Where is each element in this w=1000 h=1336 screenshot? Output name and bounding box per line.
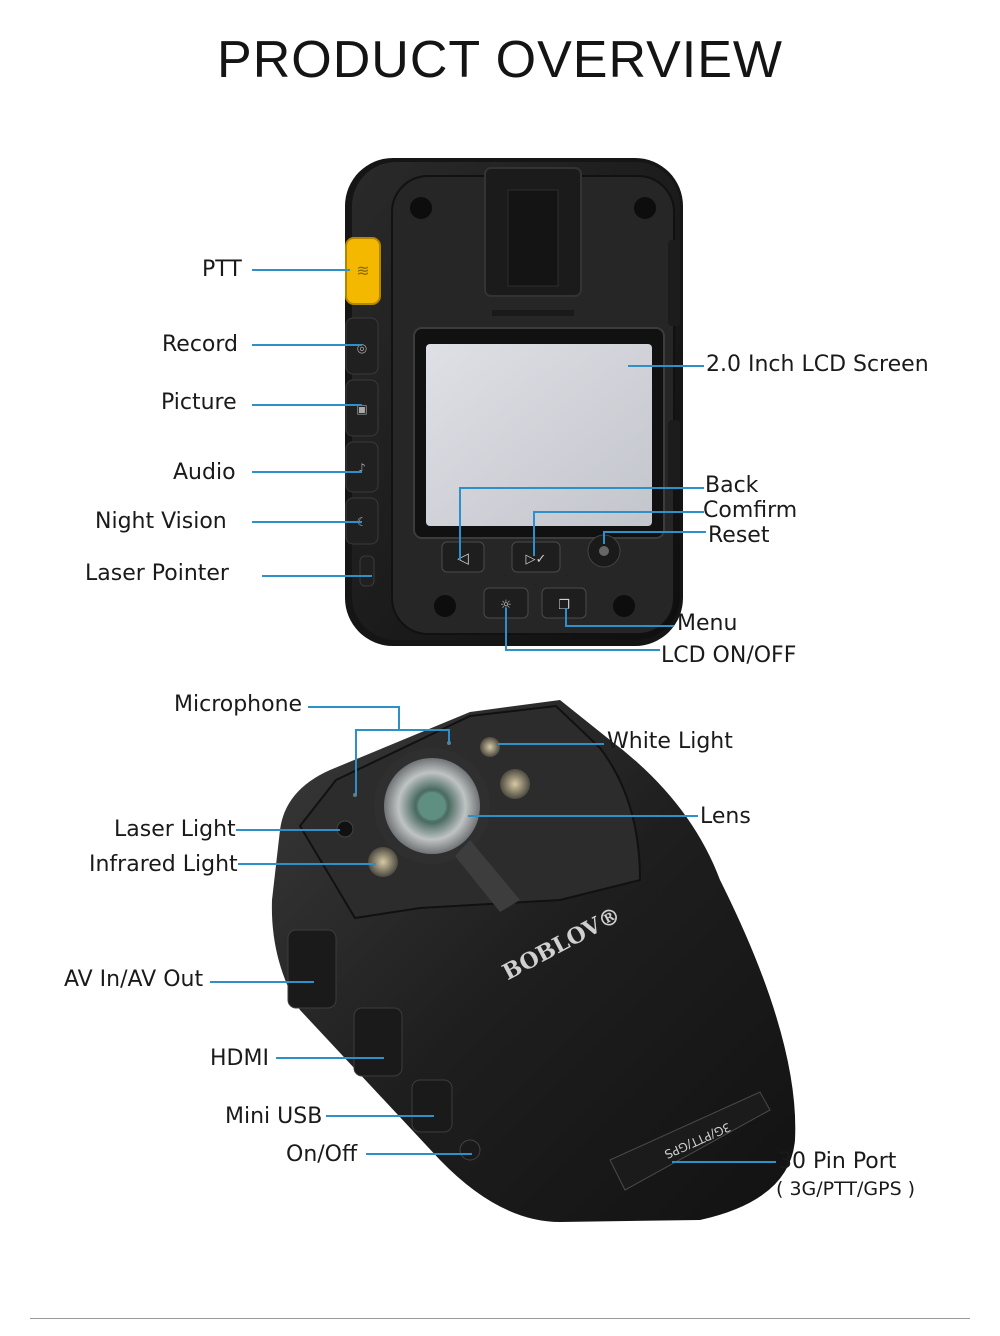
confirm-callout	[533, 511, 704, 556]
lcd-on-off-callout	[505, 608, 660, 651]
label-microphone: Microphone	[174, 692, 303, 717]
screw-top-left	[410, 197, 432, 219]
label-pin-port: 30 Pin Port	[778, 1149, 897, 1174]
callout-lines	[210, 269, 776, 1163]
record-icon: ◎	[357, 341, 367, 355]
30-pin-port[interactable]	[609, 1091, 771, 1191]
laser-pointer-button[interactable]	[359, 555, 375, 587]
label-confirm: Comfirm	[703, 498, 798, 523]
label-picture: Picture	[161, 390, 237, 415]
label-pin-port-sub: ( 3G/PTT/GPS )	[776, 1178, 916, 1200]
label-infrared-light: Infrared Light	[89, 852, 238, 877]
confirm-button[interactable]	[511, 541, 561, 573]
picture-button[interactable]	[345, 379, 379, 437]
page-title: PRODUCT OVERVIEW	[217, 31, 783, 89]
label-lcd-on-off: LCD ON/OFF	[661, 643, 797, 668]
front-view-device: BOBLOV® 3G/PTT/GPS	[271, 700, 796, 1222]
play-check-icon: ▷✓	[526, 552, 547, 567]
back-callout	[459, 487, 704, 560]
screw-top-right	[634, 197, 656, 219]
label-on-off: On/Off	[286, 1142, 358, 1167]
lens-core	[418, 792, 446, 820]
menu-button[interactable]	[541, 587, 587, 619]
right-side-grip-2	[668, 420, 680, 490]
label-record: Record	[162, 332, 239, 357]
hdmi-port-cover[interactable]	[353, 1007, 403, 1077]
reset-callout	[603, 531, 706, 544]
mic-icon: ♪	[358, 461, 366, 475]
label-av-in-out: AV In/AV Out	[64, 967, 204, 992]
label-reset: Reset	[708, 523, 770, 548]
clip-vent	[492, 310, 574, 316]
label-hdmi: HDMI	[210, 1046, 269, 1071]
right-side-grip-1	[668, 240, 680, 326]
microphone-callout-left	[355, 729, 399, 795]
belt-clip-latch	[507, 189, 559, 287]
label-lens: Lens	[700, 804, 751, 829]
audio-button[interactable]	[345, 441, 379, 493]
power-button[interactable]	[459, 1139, 481, 1161]
ptt-icon: ≋	[356, 261, 369, 280]
label-menu: Menu	[677, 611, 738, 636]
label-white-light: White Light	[607, 729, 733, 754]
label-laser-light: Laser Light	[114, 817, 236, 842]
mini-usb-port-cover[interactable]	[411, 1079, 453, 1133]
screw-bottom-left	[434, 595, 456, 617]
reset-hole-icon	[599, 546, 609, 556]
bottom-divider	[30, 1318, 970, 1319]
infrared-light-led	[368, 847, 398, 877]
rear-view-device: ≋ ◎ ▣ ♪ ☾ ◁ ▷✓ ☼ ❐	[345, 158, 683, 646]
label-audio: Audio	[173, 460, 236, 485]
label-back: Back	[705, 473, 759, 498]
light-bulb-icon: ☼	[500, 598, 512, 613]
infrared-led-top	[500, 769, 530, 799]
front-vent	[455, 840, 520, 912]
label-night-vision: Night Vision	[95, 509, 227, 534]
av-port-cover[interactable]	[287, 929, 337, 1009]
white-light-led	[480, 737, 500, 757]
label-mini-usb: Mini USB	[225, 1104, 323, 1129]
screw-bottom-right	[613, 595, 635, 617]
back-button[interactable]	[441, 541, 485, 573]
lcd-screen	[426, 344, 652, 526]
label-laser-pointer: Laser Pointer	[85, 561, 229, 586]
label-lcd-screen: 2.0 Inch LCD Screen	[706, 352, 929, 377]
camera-icon: ▣	[356, 402, 367, 416]
menu-icon: ❐	[558, 598, 570, 613]
menu-callout	[565, 608, 674, 627]
label-ptt: PTT	[202, 257, 242, 282]
